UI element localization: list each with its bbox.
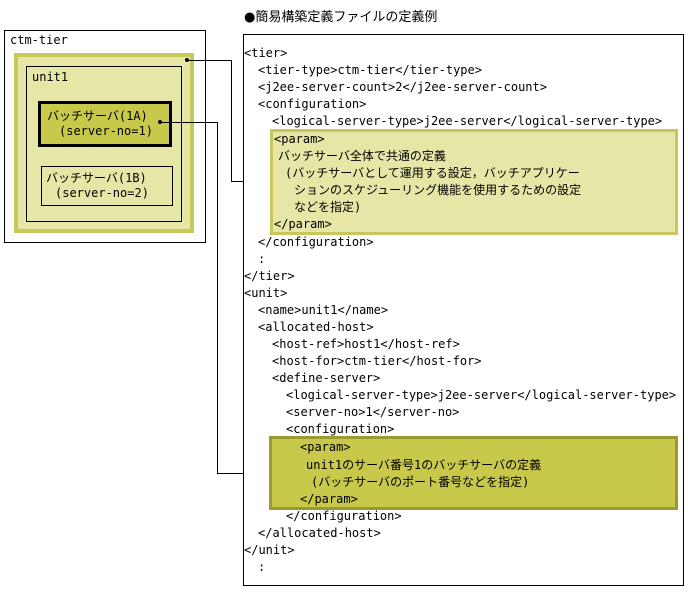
code-line: </tier>: [244, 269, 295, 283]
code-line: </configuration>: [286, 509, 402, 523]
code-line: <j2ee-server-count>2</j2ee-server-count>: [258, 80, 547, 94]
batch-server-1a: バッチサーバ(1A) (server-no=1): [38, 101, 172, 147]
param1-desc: ションのスケジューリング機能を使用するための設定: [294, 183, 582, 197]
server2-id: (server-no=2): [55, 186, 149, 200]
figure-title: ●簡易構築定義ファイルの定義例: [244, 10, 438, 25]
code-line: <tier>: [244, 46, 288, 60]
code-line: <configuration>: [258, 97, 367, 111]
param2-desc: unit1のサーバ番号1のバッチサーバの定義: [306, 458, 542, 472]
param1-desc: などを指定): [294, 200, 362, 214]
code-line: <allocated-host>: [258, 320, 374, 334]
code-line: <host-ref>host1</host-ref>: [272, 337, 460, 351]
connector-server-h: [160, 122, 218, 123]
code-line: </configuration>: [258, 235, 374, 249]
connector-server-dot: [158, 120, 162, 124]
param1-desc: (バッチサーバとして運用する設定，バッチアプリケー: [285, 166, 580, 180]
code-line: <param>: [274, 132, 325, 146]
param2-desc: (バッチサーバのポート番号などを指定): [311, 475, 530, 489]
code-line: </allocated-host>: [258, 526, 381, 540]
code-ellipsis: :: [258, 560, 266, 574]
unit-label: unit1: [32, 70, 69, 84]
code-line: <server-no>1</server-no>: [286, 405, 460, 419]
code-line: <name>unit1</name>: [258, 303, 389, 317]
code-line: <define-server>: [272, 371, 381, 385]
connector-unit-dot: [185, 58, 189, 62]
code-line: </param>: [300, 492, 358, 506]
code-line: <unit>: [244, 286, 288, 300]
server1-id: (server-no=1): [59, 124, 153, 138]
code-line: </unit>: [244, 543, 295, 557]
param1-desc: バッチサーバ全体で共通の定義: [278, 149, 446, 163]
server1-name: バッチサーバ(1A): [47, 109, 148, 123]
code-line: <logical-server-type>j2ee-server</logica…: [286, 388, 677, 402]
param-highlight-tier: [270, 129, 678, 235]
connector-server-v: [217, 122, 218, 474]
code-line: <host-for>ctm-tier</host-for>: [272, 354, 482, 368]
code-line: <configuration>: [286, 422, 395, 436]
code-line: <param>: [300, 440, 351, 454]
connector-unit-h: [186, 60, 232, 61]
tier-label: ctm-tier: [10, 33, 68, 47]
batch-server-1b: バッチサーバ(1B) (server-no=2): [41, 166, 173, 206]
code-ellipsis: :: [258, 252, 266, 266]
param-highlight-unit: [269, 436, 678, 510]
code-line: </param>: [274, 217, 332, 231]
server2-name: バッチサーバ(1B): [46, 171, 147, 185]
code-line: <logical-server-type>j2ee-server</logica…: [272, 114, 663, 128]
code-line: <tier-type>ctm-tier</tier-type>: [258, 63, 482, 77]
connector-unit-v: [231, 60, 232, 182]
